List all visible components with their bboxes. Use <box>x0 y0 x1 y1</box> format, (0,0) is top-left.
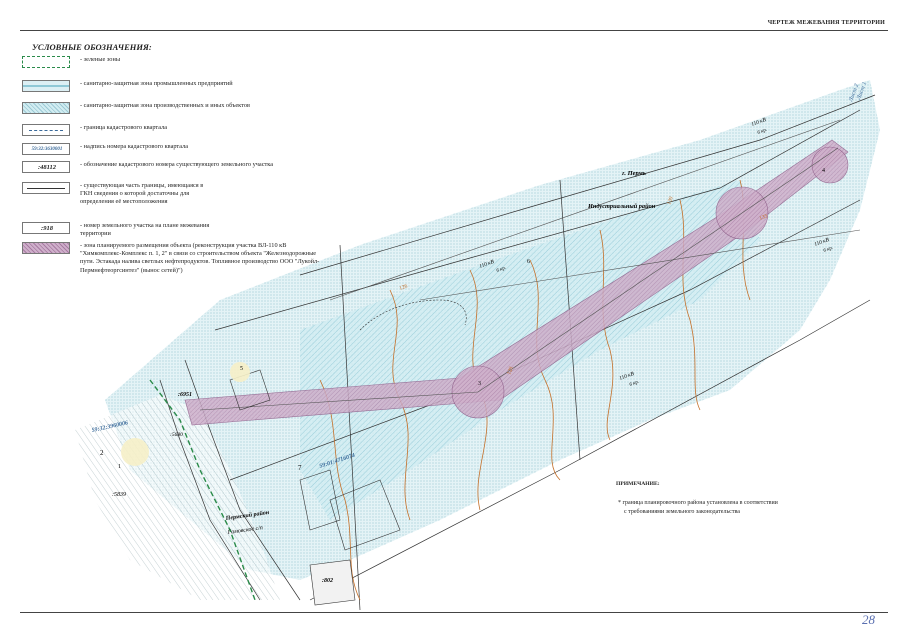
parcel-code: :6951 <box>178 392 192 398</box>
legend-swatch-existing-boundary <box>22 182 70 194</box>
power-line-sublabel: 6 кр. <box>629 380 640 388</box>
power-line-sublabel: 6 кр. <box>496 266 507 274</box>
power-line-label: 110 кВ <box>619 371 636 382</box>
parcel-number: 7 <box>298 464 302 472</box>
parcel-number: 3 <box>478 381 481 387</box>
parcel-number: 5 <box>240 366 243 372</box>
city-label: г. Пермь <box>622 170 646 177</box>
legend-title: УСЛОВНЫЕ ОБОЗНАЧЕНИЯ: <box>32 42 152 52</box>
legend-item-planned-zone: - зона планируемого размещения объекта (… <box>22 242 362 292</box>
note-block: ПРИМЕЧАНИЕ: * граница планировочного рай… <box>616 480 778 517</box>
note-line: * граница планировочного района установл… <box>618 500 778 506</box>
legend-swatch-quarter-boundary <box>22 124 70 136</box>
page-number: 28 <box>862 612 875 627</box>
contour-label: 126 <box>399 283 409 292</box>
legend-text: - существующая часть границы, имеющаяся … <box>80 182 204 206</box>
power-line-sublabel: 6 кр. <box>823 246 834 254</box>
legend-item-quarter-number: 59:32:3630001 - надпись номера кадастров… <box>22 143 362 167</box>
document-title: ЧЕРТЕЖ МЕЖЕВАНИЯ ТЕРРИТОРИИ <box>767 20 885 26</box>
frame-top-line <box>20 30 888 31</box>
note-line: с требованиями земельного законодательст… <box>624 509 740 515</box>
parcel-number: 1 <box>118 464 121 470</box>
legend-swatch-other-zone <box>22 102 70 114</box>
legend-swatch-planned-zone <box>22 242 70 254</box>
legend-text: - зона планируемого размещения объекта (… <box>80 242 320 274</box>
settlement-label: Гамовское с/п <box>226 525 263 536</box>
power-line-label: 110 кВ <box>751 117 768 128</box>
parcel-code: :802 <box>322 578 333 584</box>
legend-item-existing-boundary: - существующая часть границы, имеющаяся … <box>22 182 362 222</box>
parcel-code: :5680 <box>170 432 183 438</box>
legend-code: :918 <box>41 225 53 232</box>
legend-swatch-green-zone <box>22 56 70 68</box>
legend-swatch-cadastral-number: :48112 <box>22 161 70 173</box>
contour-label: 128 <box>506 366 515 376</box>
power-lines <box>199 119 861 411</box>
parcel-number: 6 <box>527 259 530 265</box>
parcel-marker <box>230 362 250 382</box>
power-line-sublabel: 6 кр. <box>757 128 768 136</box>
legend-item-quarter-boundary: - граница кадастрового квартала <box>22 124 362 148</box>
planned-zone-circle <box>811 146 849 184</box>
legend-item-cadastral-number: :48112 - обозначение кадастрового номера… <box>22 161 362 185</box>
legend-text: - обозначение кадастрового номера сущест… <box>80 161 274 168</box>
legend-text: - надпись номера кадастрового квартала <box>80 143 189 150</box>
parcel-number: 4 <box>822 168 825 174</box>
parcel-code: :5839 <box>112 492 126 498</box>
note-title: ПРИМЕЧАНИЕ: <box>616 481 660 487</box>
legend-swatch-quarter-number: 59:32:3630001 <box>22 143 70 155</box>
legend-item-green-zones: - зеленые зоны <box>22 56 362 80</box>
legend-item-industrial-protection: - санитарно-защитная зона промышленных п… <box>22 80 362 104</box>
legend-item-other-protection: - санитарно-защитная зона производственн… <box>22 102 362 126</box>
planned-placement-zone <box>184 139 849 426</box>
legend-code: 59:32:3630001 <box>31 147 63 152</box>
legend-text: - санитарно-защитная зона промышленных п… <box>80 80 233 87</box>
boundary-lines <box>159 94 876 611</box>
power-line-label: 110 кВ <box>814 237 831 248</box>
legend-text: - граница кадастрового квартала <box>80 124 168 131</box>
district-industrial-label: Индустриальный район <box>587 203 656 210</box>
structures <box>229 299 467 606</box>
legend-text: - зеленые зоны <box>80 56 121 63</box>
contour-label: 130 <box>666 196 675 206</box>
parcel-number: 2 <box>100 449 104 457</box>
green-zone-boundary <box>149 379 256 601</box>
legend-swatch-parcel-number: :918 <box>22 222 70 234</box>
legend-text: - номер земельного участка на плане меже… <box>80 222 210 238</box>
power-line-label: 110 кВ <box>479 259 496 270</box>
legend-text: - санитарно-защитная зона производственн… <box>80 102 250 109</box>
frame-bottom-line <box>20 612 888 613</box>
legend-code: :48112 <box>37 164 57 171</box>
legend-swatch-industrial-zone <box>22 80 70 92</box>
contour-label: 133 <box>759 213 769 222</box>
parcel-marker <box>121 438 149 466</box>
legend-item-parcel-number: :918 - номер земельного участка на плане… <box>22 222 362 246</box>
